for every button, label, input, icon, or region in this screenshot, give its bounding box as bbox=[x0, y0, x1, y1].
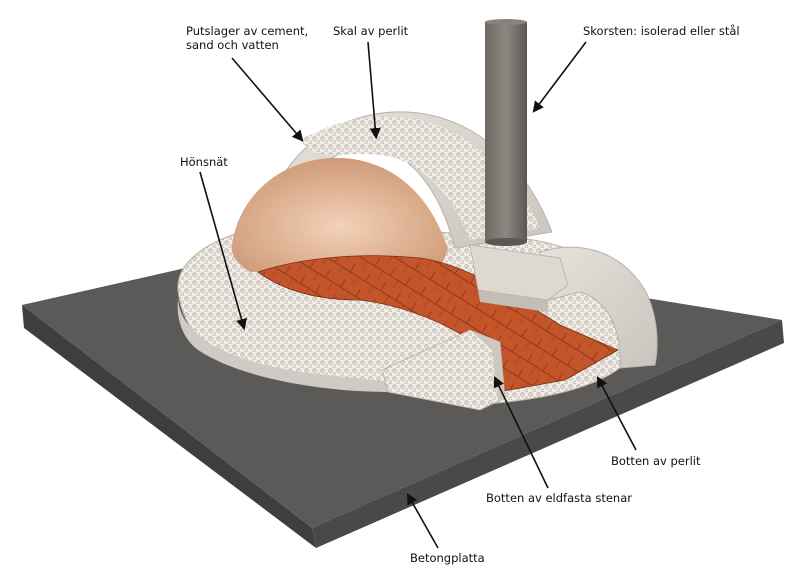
arrow-perlite-shell bbox=[367, 41, 381, 140]
oven-interior bbox=[231, 157, 448, 272]
label-chimney: Skorsten: isolerad eller stål bbox=[583, 24, 740, 38]
chimney bbox=[485, 19, 527, 246]
arrow-perlite-bottom bbox=[596, 376, 637, 451]
label-plaster-line1: Putslager av cement, bbox=[186, 24, 309, 38]
label-perlite-shell: Skal av perlit bbox=[333, 24, 409, 38]
arrow-chimney bbox=[532, 41, 587, 113]
label-perlite-bottom: Botten av perlit bbox=[611, 454, 701, 468]
arrow-plaster bbox=[231, 57, 304, 142]
oven-entrance bbox=[469, 244, 658, 369]
pointer-arrows bbox=[199, 41, 637, 549]
label-firebrick-bottom: Botten av eldfasta stenar bbox=[486, 491, 632, 505]
label-concrete-slab: Betongplatta bbox=[410, 551, 485, 565]
arrow-firebrick-bottom bbox=[493, 375, 549, 489]
label-plaster-line2: sand och vatten bbox=[186, 38, 279, 52]
firebrick-floor bbox=[257, 255, 619, 393]
arrow-chicken-wire bbox=[199, 171, 247, 331]
arrow-concrete-slab bbox=[406, 493, 439, 549]
label-chicken-wire: Hönsnät bbox=[180, 155, 228, 169]
label-plaster: Putslager av cement, sand och vatten bbox=[186, 24, 308, 52]
